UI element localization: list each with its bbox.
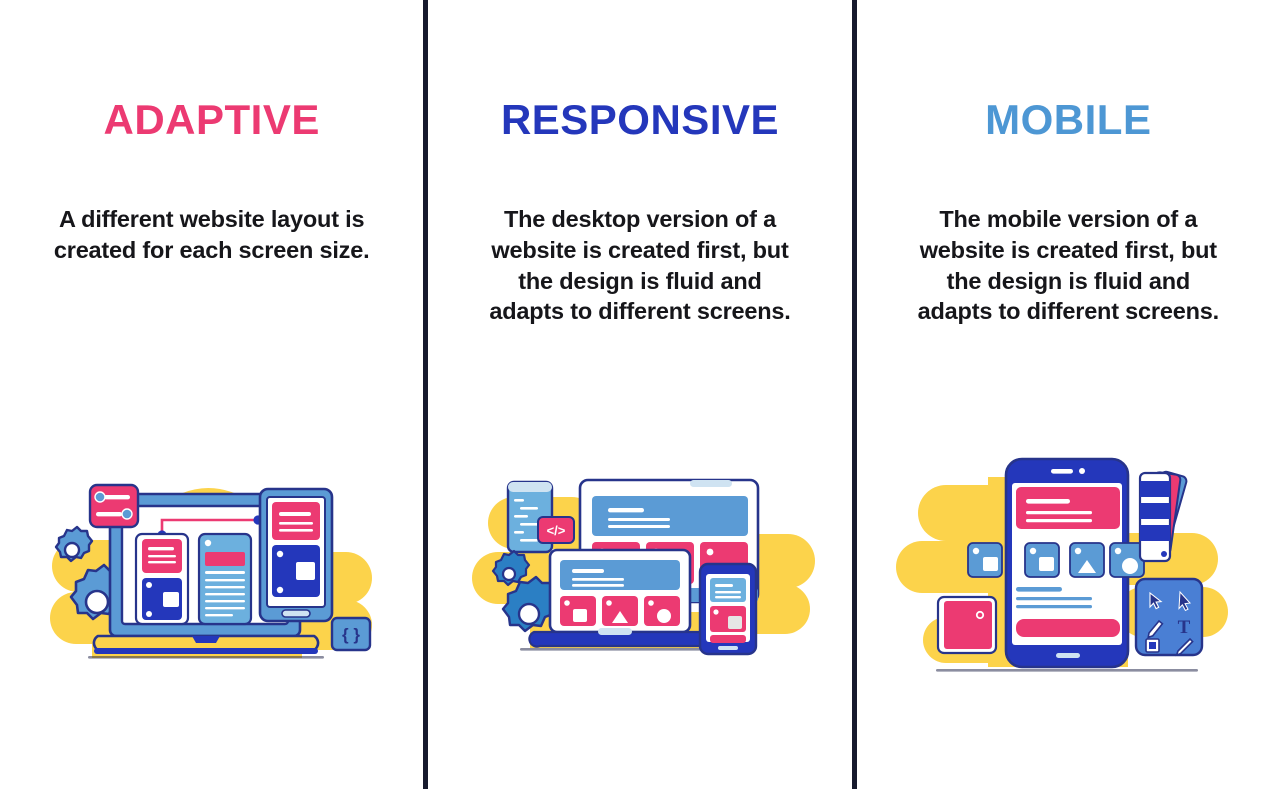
responsive-illustration-svg: </> [471, 478, 815, 656]
square-tool-icon [1145, 638, 1161, 653]
illustration-responsive: </> [428, 432, 851, 692]
phone-tile-left [967, 542, 1004, 578]
phone-device [1005, 457, 1130, 669]
arrow-icon [1178, 590, 1192, 612]
gear-icon-small [54, 525, 93, 563]
column-adaptive: ADAPTIVE A different website layout is c… [0, 0, 423, 789]
illustration-mobile: T [857, 432, 1280, 692]
illustration-adaptive: { } [0, 432, 423, 692]
mobile-illustration-svg: T [896, 457, 1229, 672]
laptop-screen-text-panel [197, 532, 252, 626]
column-divider-2 [851, 0, 857, 789]
column-description-adaptive: A different website layout is created fo… [53, 206, 370, 263]
tablet-device [258, 487, 333, 623]
code-badge-label: { } [342, 625, 360, 644]
baseline-shadow [936, 669, 1199, 672]
pen-icon [1147, 619, 1164, 639]
pink-settings-card [88, 483, 139, 529]
tool-panel: T [1135, 577, 1204, 657]
column-title-mobile: MOBILE [985, 96, 1152, 143]
column-divider-1 [423, 0, 429, 789]
cursor-icon [1149, 591, 1163, 610]
laptop-device [519, 548, 720, 651]
color-swatch-fan [1139, 470, 1188, 563]
laptop-screen-pink-card [134, 532, 189, 626]
brush-icon [1175, 637, 1195, 657]
column-title-adaptive: ADAPTIVE [103, 96, 320, 143]
code-badge-label: </> [547, 523, 566, 538]
column-title-responsive: RESPONSIVE [500, 96, 780, 143]
phone-device [698, 562, 758, 656]
column-mobile: MOBILE The mobile version of a website i… [857, 0, 1280, 789]
column-responsive: RESPONSIVE The desktop version of a webs… [428, 0, 851, 789]
gear-icon-small [491, 549, 531, 587]
pink-card-bottom-left [937, 595, 998, 655]
adaptive-illustration-svg: { } [49, 483, 372, 659]
code-braces-badge: { } [330, 616, 371, 652]
pink-code-badge: </> [536, 516, 575, 544]
text-tool-icon: T [1178, 617, 1191, 638]
column-description-responsive: The desktop version of a website is crea… [489, 206, 791, 325]
column-description-mobile: The mobile version of a website is creat… [917, 206, 1219, 325]
